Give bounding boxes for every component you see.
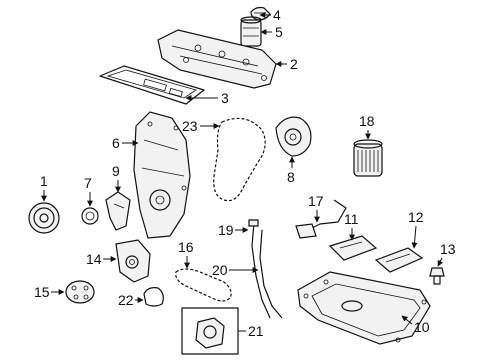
callout-18[interactable]: 18 (359, 113, 375, 140)
callout-17[interactable]: 17 (308, 193, 324, 223)
crank-seal[interactable] (81, 207, 99, 225)
valve-cover-gasket[interactable] (99, 65, 205, 105)
callout-13[interactable]: 13 (437, 241, 456, 267)
thermostat-housing[interactable] (181, 307, 239, 355)
callout-4[interactable]: 4 (259, 7, 281, 23)
callout-12-label: 12 (408, 209, 424, 225)
callout-17-label: 17 (308, 193, 324, 209)
timing-chain[interactable] (213, 117, 266, 202)
callout-7[interactable]: 7 (84, 175, 93, 207)
callout-9-label: 9 (112, 163, 120, 179)
callout-5-label: 5 (275, 24, 283, 40)
callout-14-label: 14 (86, 251, 102, 267)
callout-16[interactable]: 16 (178, 239, 194, 269)
callout-10[interactable]: 10 (401, 315, 430, 335)
callout-10-label: 10 (414, 319, 430, 335)
callout-8[interactable]: 8 (287, 156, 295, 185)
callout-19[interactable]: 19 (218, 222, 249, 238)
callout-23-label: 23 (182, 118, 198, 134)
oil-dipstick[interactable] (248, 219, 271, 319)
callout-4-label: 4 (273, 7, 281, 23)
callout-21[interactable]: 21 (238, 323, 264, 339)
oil-filter[interactable] (353, 139, 383, 177)
callout-3-label: 3 (221, 90, 229, 106)
callout-20[interactable]: 20 (212, 262, 259, 278)
callout-23[interactable]: 23 (182, 118, 220, 134)
crank-seal-guide[interactable] (275, 116, 312, 157)
callout-12[interactable]: 12 (408, 209, 424, 249)
oil-pickup-tube[interactable] (295, 199, 347, 239)
callout-2[interactable]: 2 (275, 56, 298, 72)
callout-7-label: 7 (84, 175, 92, 191)
callout-6[interactable]: 6 (112, 135, 139, 151)
callout-11[interactable]: 11 (344, 211, 359, 241)
chain-tensioner[interactable] (105, 191, 131, 231)
pump-cover-plate[interactable] (65, 280, 95, 304)
callout-6-label: 6 (112, 135, 120, 151)
callout-19-label: 19 (218, 222, 234, 238)
dipstick-tube[interactable] (259, 229, 283, 319)
callout-2-label: 2 (290, 56, 298, 72)
valve-cover[interactable] (157, 29, 277, 89)
callout-22[interactable]: 22 (118, 292, 144, 308)
callout-14[interactable]: 14 (86, 251, 117, 267)
drain-plug[interactable] (429, 267, 445, 285)
callout-5[interactable]: 5 (260, 24, 283, 40)
callout-22-label: 22 (118, 292, 134, 308)
callout-15[interactable]: 15 (34, 284, 65, 300)
callout-15-label: 15 (34, 284, 50, 300)
timing-cover[interactable] (133, 111, 191, 239)
pump-gasket[interactable] (143, 287, 164, 307)
callout-1[interactable]: 1 (40, 173, 48, 202)
callout-8-label: 8 (287, 169, 295, 185)
callout-13-label: 13 (440, 241, 456, 257)
callout-11-label: 11 (344, 211, 359, 227)
crankshaft-pulley[interactable] (28, 202, 60, 234)
pump-drive-chain[interactable] (175, 268, 232, 302)
callout-3[interactable]: 3 (185, 90, 229, 106)
callout-21-label: 21 (248, 323, 264, 339)
oil-baffle[interactable] (328, 235, 378, 261)
callout-1-label: 1 (40, 173, 48, 189)
oil-filler-tube[interactable] (240, 16, 262, 47)
callout-9[interactable]: 9 (112, 163, 121, 193)
oil-pump[interactable] (115, 239, 151, 283)
oil-pan[interactable] (297, 271, 431, 345)
callout-18-label: 18 (359, 113, 375, 129)
callout-20-label: 20 (212, 262, 228, 278)
callout-16-label: 16 (178, 239, 194, 255)
windage-tray[interactable] (374, 247, 424, 273)
